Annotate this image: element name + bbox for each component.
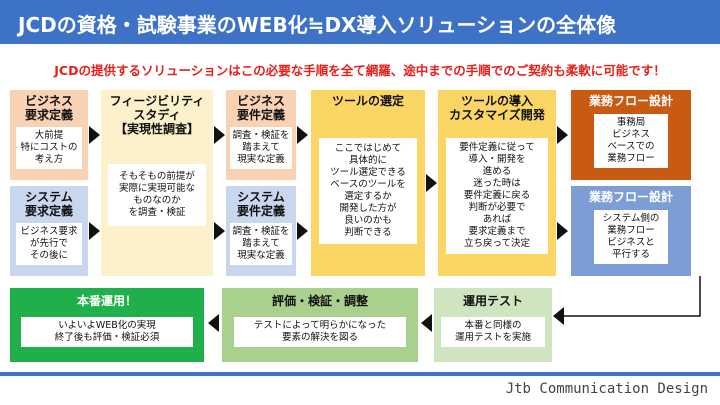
tool-select-box: ツールの選定 ここではじめて 具体的に ツール選定できる ベースのツールを 選定… <box>311 90 425 276</box>
biz-req-title: ビジネス 要求定義 <box>24 94 73 122</box>
flow-sys-desc: システム側の 業務フロー ビジネスと 平行する <box>594 210 668 264</box>
sys-req-title: システム 要求定義 <box>24 190 73 218</box>
arrow-left-1 <box>421 314 432 332</box>
subtitle: JCDの提供するソリューションはこの必要な手順を全て網羅、途中までの手順でのご契… <box>54 63 666 78</box>
arrow-right-5a <box>557 126 568 144</box>
ops-test-title: 運用テスト <box>462 294 523 308</box>
arrow-right-1a <box>89 126 100 144</box>
connector-line <box>560 276 701 317</box>
biz-spec-title: ビジネス 要件定義 <box>236 94 285 122</box>
evaluation-desc: テストによって明らかになった 要素の解決を図る <box>234 317 406 347</box>
flow-biz-box: 業務フロー設計 事務局 ビジネス ベースでの 業務フロー <box>571 90 691 180</box>
flow-biz-title: 業務フロー設計 <box>588 94 673 108</box>
feasibility-box: フィージビリティ スタディ 【実現性調査】 そもそもの前提が 実際に実現可能な … <box>101 90 213 276</box>
arrow-right-1b <box>89 222 100 240</box>
production-box: 本番運用！ いよいよWEB化の実現 終了後も評価・検証必須 <box>10 288 204 362</box>
biz-spec-desc: 調査・検証を 踏まえて 現実な定義 <box>230 127 292 169</box>
production-title: 本番運用！ <box>76 294 137 308</box>
sys-req-box: システム 要求定義 ビジネス要求 が先行で その後に <box>10 186 88 276</box>
footer-divider <box>0 372 720 376</box>
arrow-right-3a <box>297 126 308 144</box>
evaluation-box: 評価・検証・調整 テストによって明らかになった 要素の解決を図る <box>222 288 418 362</box>
flow-sys-title: 業務フロー設計 <box>588 190 673 204</box>
flow-sys-box: 業務フロー設計 システム側の 業務フロー ビジネスと 平行する <box>571 186 691 276</box>
ops-test-desc: 本番と同様の 運用テストを実施 <box>441 317 545 347</box>
ops-test-box: 運用テスト 本番と同様の 運用テストを実施 <box>434 288 552 362</box>
evaluation-title: 評価・検証・調整 <box>271 294 368 308</box>
arrow-right-3b <box>297 222 308 240</box>
tool-intro-title: ツールの導入 カスタマイズ開発 <box>449 94 545 122</box>
sys-req-desc: ビジネス要求 が先行で その後に <box>16 223 82 265</box>
biz-req-box: ビジネス 要求定義 大前提 特にコストの 考え方 <box>10 90 88 180</box>
tool-intro-box: ツールの導入 カスタマイズ開発 要件定義に従って 導入・開発を 進める 迷った時… <box>438 90 556 276</box>
arrow-right-2b <box>214 222 225 240</box>
arrow-right-2a <box>214 126 225 144</box>
sys-spec-desc: 調査・検証を 踏まえて 現実な定義 <box>230 223 292 265</box>
title-bar <box>0 0 720 44</box>
page-title: JCDの資格・試験事業のWEB化≒DX導入ソリューションの全体像 <box>18 13 617 37</box>
biz-spec-box: ビジネス 要件定義 調査・検証を 踏まえて 現実な定義 <box>226 90 296 180</box>
feasibility-desc: そもそもの前提が 実際に実現可能な ものなのか を調査・検証 <box>108 164 206 226</box>
footer-brand: Jtb Communication Design <box>505 381 708 397</box>
tool-intro-desc: 要件定義に従って 導入・開発を 進める 迷った時は 要件定義に戻る 判断が必要で… <box>446 138 548 254</box>
production-desc: いよいよWEB化の実現 終了後も評価・検証必須 <box>21 317 193 347</box>
tool-select-title: ツールの選定 <box>331 94 404 108</box>
biz-req-desc: 大前提 特にコストの 考え方 <box>16 127 82 169</box>
tool-select-desc: ここではじめて 具体的に ツール選定できる ベースのツールを 選定するか 開発し… <box>319 138 417 244</box>
sys-spec-title: システム 要件定義 <box>236 190 285 218</box>
arrow-left-2 <box>208 314 219 332</box>
arrow-right-5b <box>557 222 568 240</box>
arrow-right-4 <box>426 174 437 192</box>
sys-spec-box: システム 要件定義 調査・検証を 踏まえて 現実な定義 <box>226 186 296 276</box>
flow-biz-desc: 事務局 ビジネス ベースでの 業務フロー <box>594 114 668 168</box>
arrow-left-connector <box>553 307 564 325</box>
feasibility-title: フィージビリティ スタディ 【実現性調査】 <box>109 94 205 136</box>
